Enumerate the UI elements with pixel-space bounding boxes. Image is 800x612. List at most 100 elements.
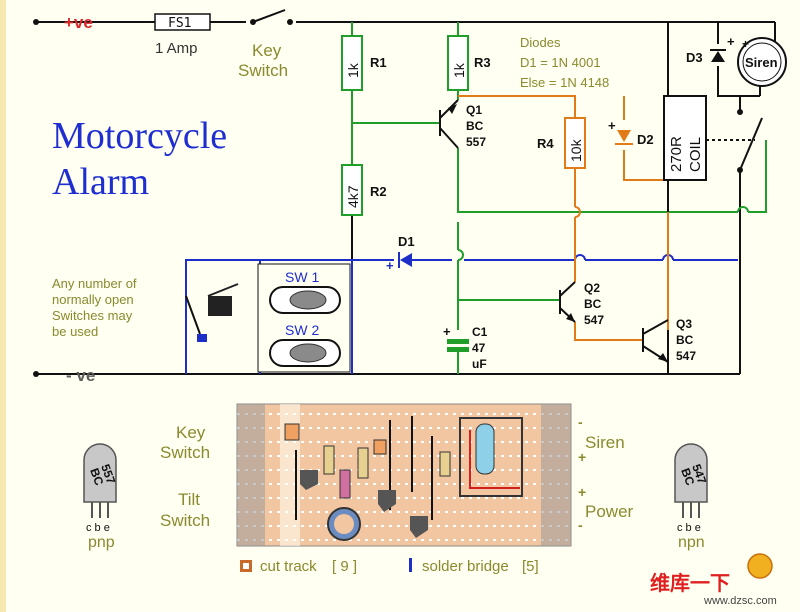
board-siren-minus: - [578,414,583,430]
resistor-r3-value: 1k [451,62,467,78]
switch-note-line3: Switches may [52,308,133,323]
relay-contact-node [737,109,743,115]
relay-value: 270R [668,136,685,172]
switch-sw1 [269,286,341,314]
pnp-pinout-icon [83,443,117,518]
diode-d3-name: D3 [686,50,703,65]
solder-bridge-icon [409,558,412,572]
q2-number: 547 [584,313,604,327]
relay-contact-node-2 [737,167,743,173]
normally-open-switch [185,295,207,342]
q1-emitter-arrow [448,104,457,114]
diode-d2-plus: + [608,118,616,133]
sw2-label: SW 2 [285,322,319,338]
legend-bridge-count: [5] [522,558,539,575]
fuse-fs1 [154,13,211,31]
legend-cut-track: cut track [260,558,317,575]
fuse-label: FS1 [168,16,191,31]
relay-coil: 270R COIL [663,95,707,181]
capacitor-value: 47 [472,341,486,355]
resistor-r3-name: R3 [474,55,491,70]
npn-label: npn [678,534,705,551]
board-siren-plus: + [578,449,586,465]
watermark-logo [747,553,773,579]
switch-note-line1: Any number of [52,276,137,291]
board-siren-label: Siren [585,433,625,452]
npn-number: 547 [689,462,709,486]
resistor-r1-name: R1 [370,55,387,70]
resistor-r4-value: 10k [568,138,584,162]
positive-rail [33,19,776,62]
pnp-label: pnp [88,534,115,551]
resistor-r2-name: R2 [370,184,387,199]
legend-solder-bridge: solder bridge [422,558,509,575]
relay-coil-label: COIL [687,137,704,172]
siren-plus: + [742,37,749,51]
board-power-minus: - [578,517,583,533]
capacitor-plus: + [443,324,451,339]
switch-sw2 [269,339,341,367]
q3-name: Q3 [676,317,692,331]
npn-type: BC [678,466,697,487]
board-key-line2: Switch [160,443,210,462]
q2-type: BC [584,297,602,311]
diode-d1 [398,252,412,268]
npn-pins: c b e [677,522,701,534]
q2-emitter-arrow [566,313,575,322]
board-tilt-line2: Switch [160,511,210,530]
switch-note-line2: normally open [52,292,134,307]
negative-rail-label: - ve [66,366,95,385]
diode-d3-plus: + [727,34,735,49]
board-power-plus: + [578,484,586,500]
capacitor-name: C1 [472,325,488,339]
resistor-r3: 1k [447,35,469,91]
diodes-note-line1: Diodes [520,35,561,50]
board-tilt-line1: Tilt [178,490,200,509]
diode-d2-name: D2 [637,132,654,147]
q3-number: 547 [676,349,696,363]
positive-rail-label: +ve [64,13,93,32]
diode-d1-plus: + [386,258,394,273]
cut-track-icon [240,560,252,572]
pnp-number: 557 [98,462,118,486]
diodes-note-line2: D1 = 1N 4001 [520,55,601,70]
legend-cut-count: [ 9 ] [332,558,357,575]
resistor-r2-value: 4k7 [345,185,361,208]
q3-type: BC [676,333,694,347]
siren-label: Siren [745,55,778,70]
capacitor-unit: uF [472,357,487,371]
key-switch-label-line1: Key [252,41,282,60]
siren-symbol [737,37,787,87]
resistor-r4: 10k [564,117,586,169]
orange-wiring [458,95,669,341]
diode-d1-name: D1 [398,234,415,249]
watermark-brand: 维库一下 [650,571,730,595]
resistor-r2: 4k7 [341,164,363,216]
fuse-rating: 1 Amp [155,40,198,57]
microswitch-icon [207,283,239,316]
diagram-title-line1: Motorcycle [52,115,227,157]
resistor-r4-name: R4 [537,136,554,151]
diode-d2 [615,130,633,145]
green-wiring [351,22,767,374]
resistor-r1: 1k [341,35,363,91]
q1-name: Q1 [466,103,482,117]
left-edge-strip [0,0,6,612]
resistor-r1-value: 1k [345,62,361,78]
board-power-label: Power [585,502,634,521]
transistor-q2 [559,281,576,323]
q1-number: 557 [466,135,486,149]
switch-note-line4: be used [52,324,98,339]
board-key-line1: Key [176,423,206,442]
transistor-q3 [642,319,669,374]
q2-name: Q2 [584,281,600,295]
sw1-label: SW 1 [285,269,319,285]
pnp-pins: c b e [86,522,110,534]
q3-emitter-arrow [658,353,668,362]
diode-d3 [710,49,726,62]
stripboard-layout [236,403,572,547]
npn-pinout-icon [674,443,708,518]
watermark-site: www.dzsc.com [703,595,777,607]
key-switch-label-line2: Switch [238,61,288,80]
